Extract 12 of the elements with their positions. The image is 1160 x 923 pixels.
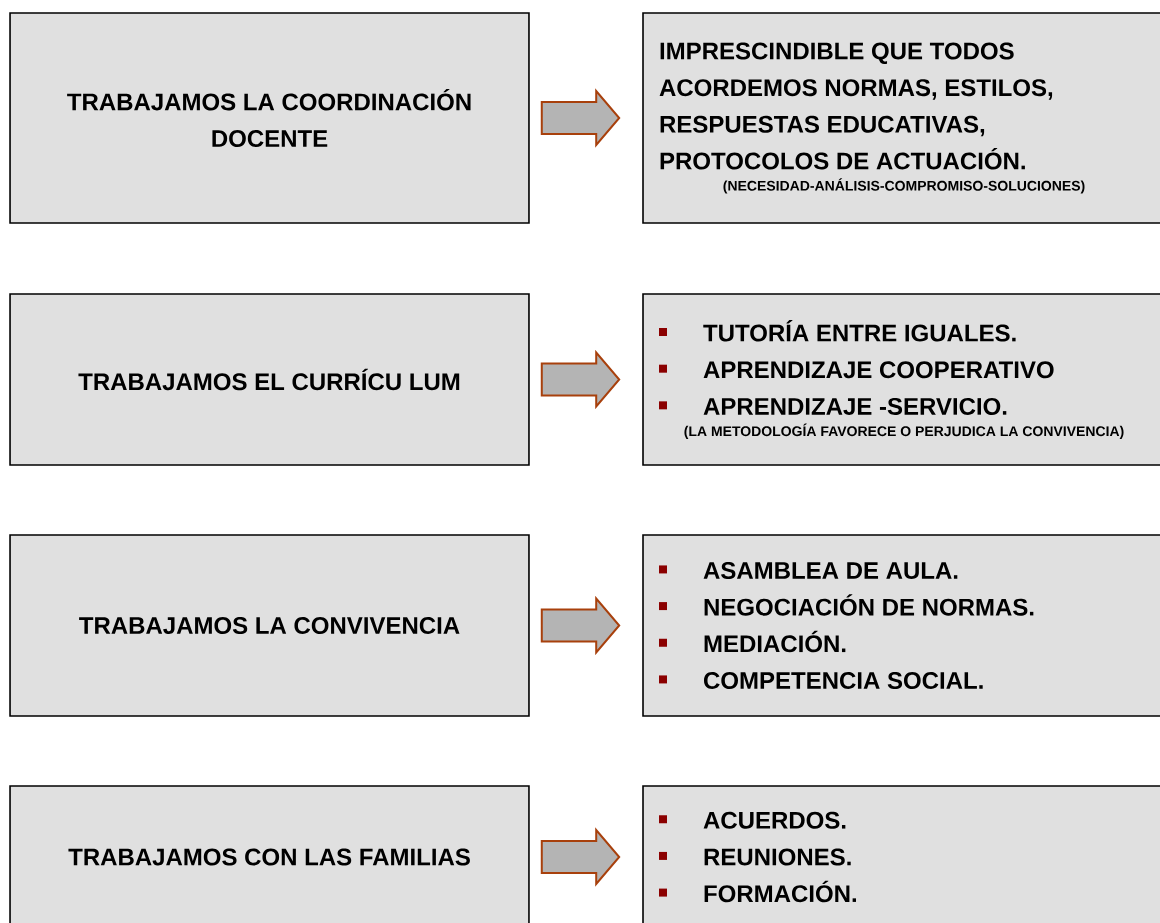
title-box: TRABAJAMOS LA CONVIVENCIA	[9, 534, 530, 717]
content-box: ACUERDOS. REUNIONES. FORMACIÓN.	[642, 785, 1160, 923]
block-arrow	[540, 88, 621, 148]
content-box: TUTORÍA ENTRE IGUALES. APRENDIZAJE COOPERATIVO APRENDIZAJE -SERVICIO. (LA METODOLOGÍA FAVORECE O PERJUDICA LA CONVIVENCIA)	[642, 293, 1160, 466]
title-box: TRABAJAMOS CON LAS FAMILIAS	[9, 785, 530, 923]
block-arrow	[540, 827, 621, 887]
block-arrow	[540, 595, 621, 656]
content-box: IMPRESCINDIBLE QUE TODOS ACORDEMOS NORMAS, ESTILOS, RESPUESTAS EDUCATIVAS, PROTOCOLOS DE ACTUACIÓN. (NECESIDAD-ANÁLISIS-COMPROMISO-SOLUCIONES)	[642, 12, 1160, 224]
block-arrow	[540, 349, 621, 410]
title-box: TRABAJAMOS EL CURRÍCU LUM	[9, 293, 530, 466]
title-box: TRABAJAMOS LA COORDINACIÓN DOCENTE	[9, 12, 530, 224]
content-box: ASAMBLEA DE AULA. NEGOCIACIÓN DE NORMAS. MEDIACIÓN. COMPETENCIA SOCIAL.	[642, 534, 1160, 717]
